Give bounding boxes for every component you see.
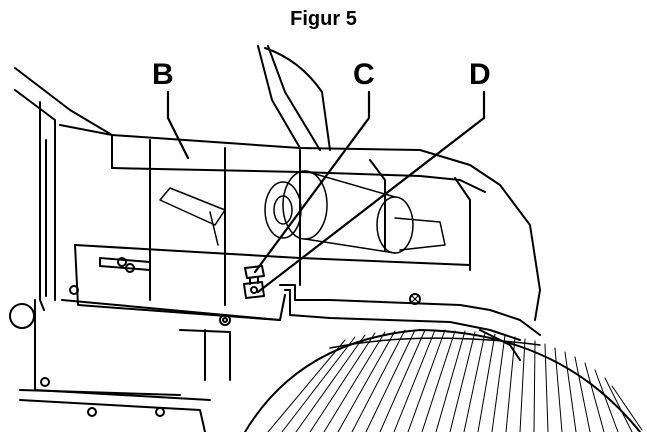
lower-base xyxy=(19,329,231,432)
mounting-rail xyxy=(279,284,541,361)
bolt-assembly xyxy=(243,265,265,299)
cone-brush xyxy=(244,329,641,432)
leader-c xyxy=(253,90,371,274)
top-chute xyxy=(257,45,331,151)
leader-d xyxy=(256,90,486,294)
leader-b xyxy=(166,90,190,160)
cone-ribs xyxy=(267,329,643,432)
shaft-assembly xyxy=(159,170,446,254)
figure-title: Figur 5 xyxy=(290,8,357,30)
callout-c: C xyxy=(353,58,375,91)
left-housing xyxy=(9,67,211,401)
callout-d: D xyxy=(469,58,491,91)
cover-b xyxy=(111,134,541,321)
base-plate xyxy=(61,244,471,326)
leader-lines xyxy=(166,90,486,294)
callout-b: B xyxy=(152,58,174,91)
